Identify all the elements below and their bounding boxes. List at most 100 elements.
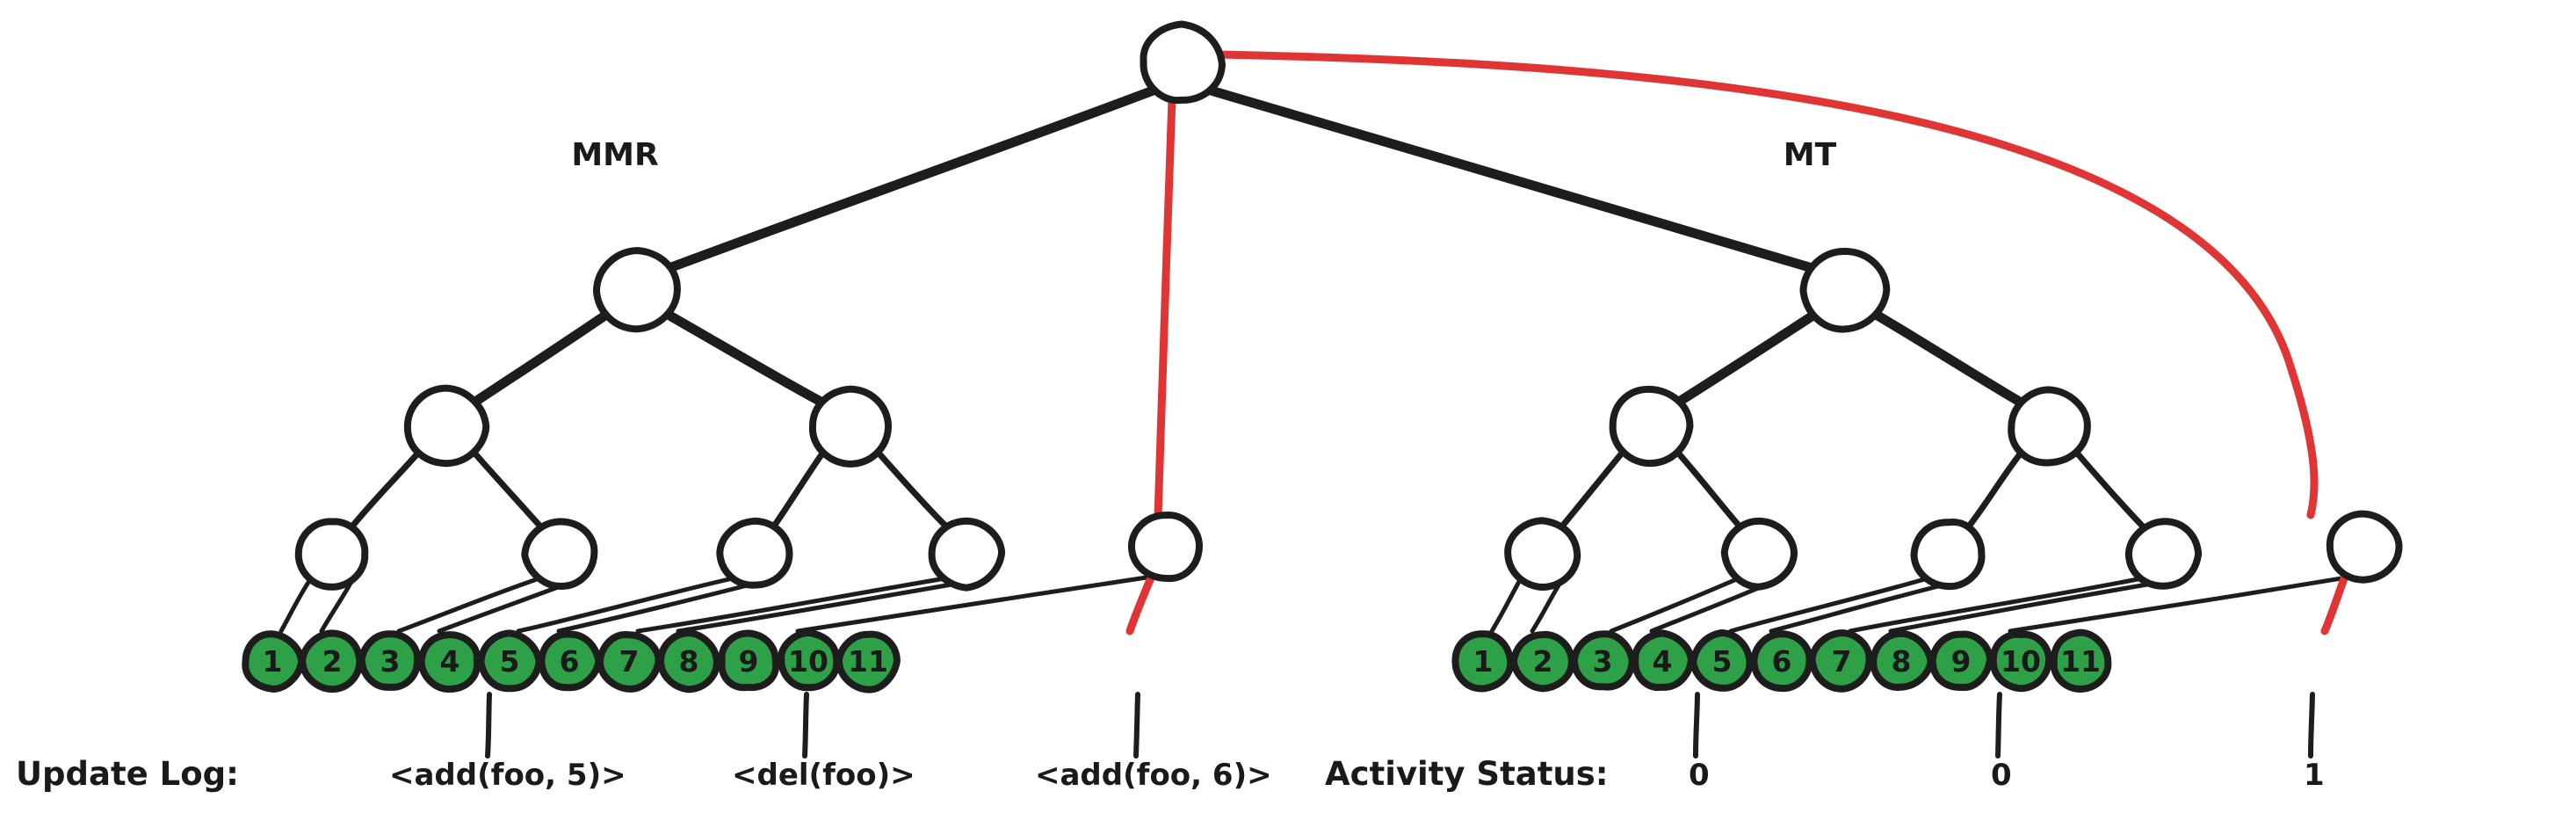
leaf-node-label: 4 xyxy=(440,644,460,679)
edge-l2-l3 xyxy=(348,447,423,531)
leaf-node xyxy=(657,629,720,693)
edge-l3-leaf xyxy=(635,576,948,634)
internal-node-level3 xyxy=(1127,512,1204,583)
leaf-node xyxy=(1928,630,1994,691)
edge-l3-leaf xyxy=(1609,576,1741,634)
edge-l3-leaf xyxy=(1848,576,2145,634)
edge-l2-l3 xyxy=(1965,447,2026,531)
internal-node-level3 xyxy=(521,518,598,590)
edge-l3-leaf xyxy=(516,576,735,634)
edge-l2-l3 xyxy=(1558,447,1627,531)
edge-l3-leaf xyxy=(676,576,990,634)
update-log-tick xyxy=(1133,692,1140,759)
internal-node-level2 xyxy=(808,385,893,468)
edge-l1-l2 xyxy=(1671,308,1822,409)
leaf-node xyxy=(1570,630,1636,691)
edge-l2-l3 xyxy=(2072,447,2147,531)
internal-node-level1 xyxy=(1799,247,1891,333)
activity-status-tick xyxy=(1692,692,1700,759)
edge-l3-leaf xyxy=(795,569,1190,634)
internal-node-level3 xyxy=(2124,518,2203,590)
leaf-node-label: 9 xyxy=(739,644,759,679)
activity-status-value: 0 xyxy=(1991,758,2012,793)
internal-node-level3 xyxy=(928,517,1006,592)
tree-name-mmr: MMR xyxy=(571,137,658,173)
leaf-node xyxy=(597,631,662,693)
leaf-node xyxy=(1808,629,1873,693)
update-log-label: Update Log: xyxy=(16,755,239,793)
leaf-node xyxy=(1451,630,1515,693)
leaf-node xyxy=(1989,630,2053,693)
edge-l3-leaf xyxy=(279,576,314,634)
edge-l2-l3 xyxy=(469,447,545,531)
leaf-node-label: 3 xyxy=(1593,644,1613,679)
activity-status-tick xyxy=(2308,692,2315,759)
leaf-node xyxy=(242,630,306,693)
internal-node-level3 xyxy=(2326,510,2403,584)
edge-l2-l3 xyxy=(873,447,951,531)
internal-node-level3 xyxy=(1720,517,1798,591)
edge-l3-leaf xyxy=(1728,576,1930,634)
root-node xyxy=(1140,20,1226,104)
edge-l1-l2 xyxy=(660,308,829,409)
edge-l1-l2 xyxy=(1868,308,2028,409)
edge-l3-leaf xyxy=(396,576,542,634)
leaf-node-label: 3 xyxy=(380,644,401,679)
leaf-node xyxy=(358,630,421,691)
highlight-edge-mmr xyxy=(1154,94,1176,521)
internal-node-level3 xyxy=(1504,517,1581,591)
leaf-node-label: 4 xyxy=(1653,644,1673,679)
leaf-node xyxy=(477,629,543,693)
leaf-node-label: 1 xyxy=(263,644,283,679)
leaf-node xyxy=(1750,630,1813,693)
leaf-node-label: 5 xyxy=(1712,644,1733,679)
edge-l3-leaf xyxy=(2008,569,2387,634)
edge-l2-l3 xyxy=(1673,447,1744,531)
update-log-entry: <add(foo, 5)> xyxy=(389,758,626,793)
update-log-tick xyxy=(485,692,492,759)
leaf-node-label: 8 xyxy=(679,644,699,679)
update-log-entry: <add(foo, 6)> xyxy=(1035,758,1272,793)
leaf-node-label: 6 xyxy=(1772,644,1792,679)
leaf-node-label: 2 xyxy=(322,644,343,679)
leaf-node-label: 10 xyxy=(788,644,829,679)
leaf-node xyxy=(1509,631,1575,693)
internal-node-level3 xyxy=(1910,519,1986,591)
edge-l3-leaf xyxy=(1489,576,1523,634)
leaf-node xyxy=(538,630,603,692)
internal-node-level2 xyxy=(1609,385,1694,468)
leaf-node-label: 7 xyxy=(1832,644,1852,679)
leaf-node xyxy=(2050,628,2112,693)
internal-node-level3 xyxy=(716,517,793,589)
activity-status-label: Activity Status: xyxy=(1325,755,1609,793)
tick-marks-layer xyxy=(485,692,2315,759)
activity-status-tick xyxy=(1995,692,2002,759)
leaf-node-label: 11 xyxy=(848,644,888,679)
leaf-node xyxy=(835,630,901,693)
update-log-entry: <del(foo)> xyxy=(732,758,915,793)
nodes-layer xyxy=(242,20,2403,693)
leaf-node-label: 9 xyxy=(1951,644,1972,679)
leaf-node xyxy=(1870,629,1935,691)
internal-node-level3 xyxy=(294,518,369,591)
internal-node-level2 xyxy=(2008,386,2091,467)
leaf-node-label: 6 xyxy=(560,644,580,679)
leaf-node xyxy=(1632,629,1695,692)
edges-layer xyxy=(279,84,2387,634)
leaf-node xyxy=(778,628,841,692)
leaf-node-label: 11 xyxy=(2060,644,2101,679)
leaf-node-label: 2 xyxy=(1533,644,1553,679)
leaf-node-label: 7 xyxy=(619,644,640,679)
update-log-tick xyxy=(802,692,809,759)
leaf-node xyxy=(718,629,779,692)
edge-root-to-subtree xyxy=(1203,84,1820,274)
activity-status-value: 1 xyxy=(2304,758,2325,793)
leaf-node xyxy=(417,631,481,693)
leaf-node-label: 10 xyxy=(2001,644,2041,679)
leaf-node-label: 8 xyxy=(1892,644,1912,679)
edge-root-to-subtree xyxy=(662,84,1161,274)
tree-name-mt: MT xyxy=(1784,137,1837,173)
